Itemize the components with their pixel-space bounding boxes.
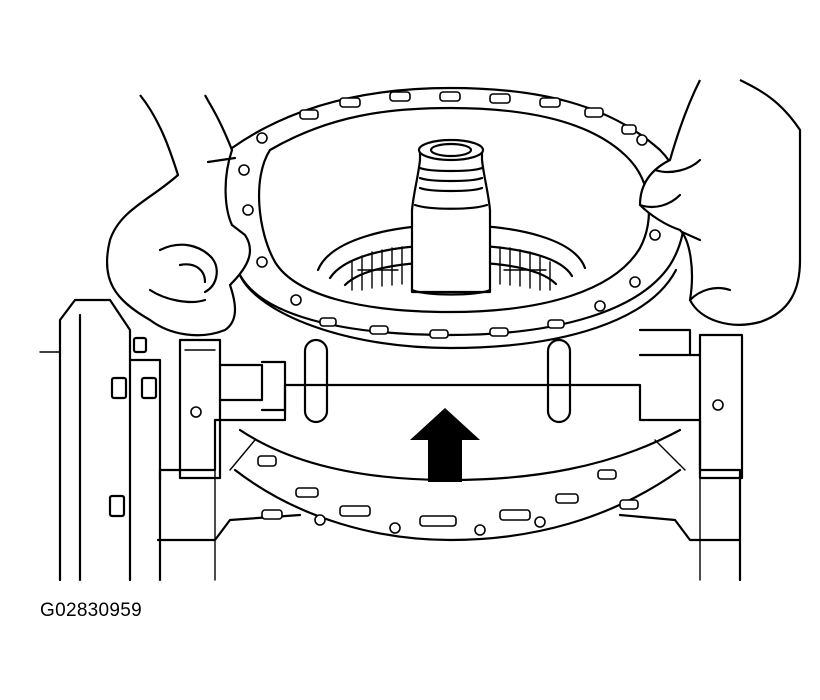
up-arrow-icon: [410, 408, 480, 482]
left-side-housing: [39, 298, 162, 582]
case-window-right: [546, 338, 572, 424]
input-shaft: [410, 138, 492, 296]
bolt-icon: [108, 336, 158, 518]
figure-code: G02830959: [40, 600, 143, 621]
case-window-left: [303, 338, 329, 424]
right-hand: [638, 79, 802, 326]
lower-gasket-holes: [257, 455, 639, 536]
spline-teeth: [351, 246, 551, 291]
left-hand: [105, 94, 252, 337]
oil-pump-flange: [219, 86, 686, 350]
flange-bolt-holes: [238, 91, 666, 339]
